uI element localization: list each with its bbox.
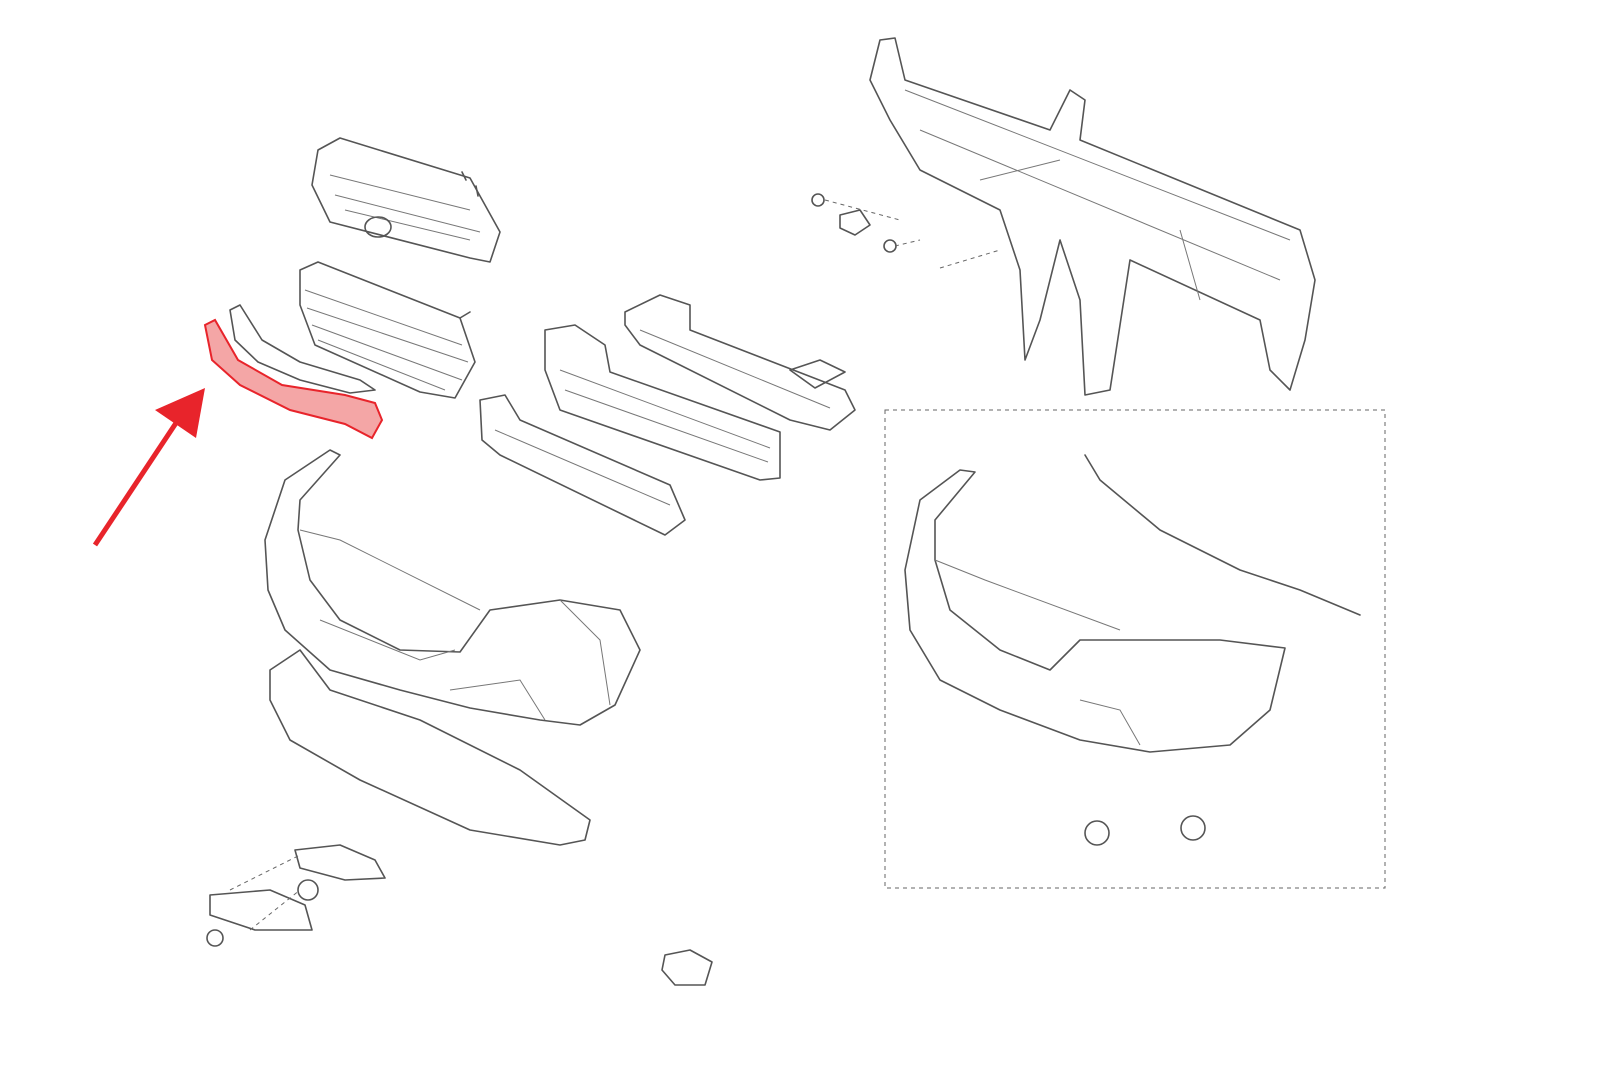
radiator-grille bbox=[299, 261, 476, 399]
inset-bumper-with-sensors bbox=[904, 454, 1361, 846]
variant-inset-box bbox=[884, 409, 1386, 889]
pointer-arrow-icon bbox=[92, 388, 205, 547]
bumper-beams bbox=[479, 294, 856, 536]
highlighted-grille-molding bbox=[203, 318, 384, 440]
cowl-crossmember bbox=[811, 37, 1316, 396]
fog-lamp-parts bbox=[206, 844, 713, 986]
upper-grille bbox=[311, 137, 501, 263]
front-bumper-cover bbox=[264, 449, 641, 846]
grille-molding bbox=[229, 304, 376, 394]
